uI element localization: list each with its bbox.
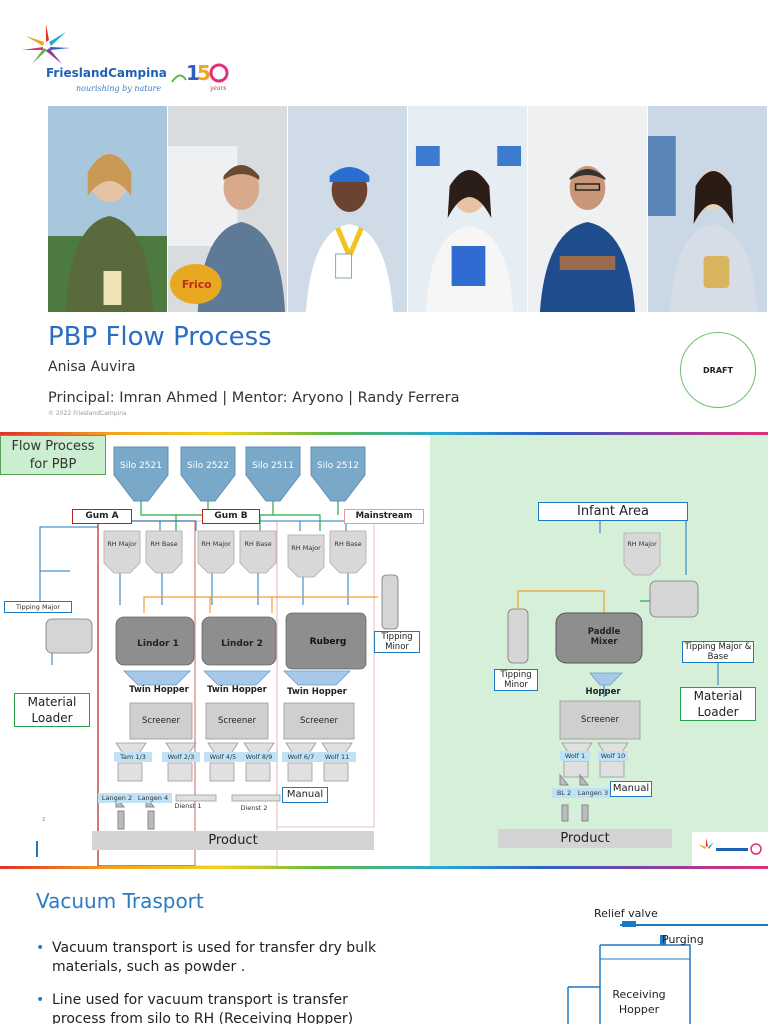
svg-text:1: 1 <box>186 61 200 85</box>
lindor-2-label: Lindor 2 <box>221 639 263 649</box>
slide-title: Vacuum Trasport <box>36 889 204 913</box>
rh-base-label: RH Base <box>150 540 178 548</box>
wolf-label: Tam 1/3 <box>114 752 152 762</box>
langen-label: Langen 3 <box>576 788 610 798</box>
wolf-label: Wolf 8/9 <box>240 752 278 762</box>
rainbow-divider <box>0 432 768 435</box>
silo-2521-label: Silo 2521 <box>120 461 162 471</box>
product-bar: Product <box>498 829 672 848</box>
gum-a-label: Gum A <box>72 509 132 524</box>
photo-pharmacist <box>408 106 528 312</box>
dienst-label: Dienst 2 <box>240 804 268 812</box>
svg-text:years: years <box>209 85 226 92</box>
flow-process-label: Flow Process for PBP <box>0 435 106 475</box>
vacuum-transport-slide: Vacuum Trasport Vacuum transport is used… <box>0 869 768 1024</box>
manual-label: Manual <box>282 787 328 803</box>
material-loader-label: Material Loader <box>680 687 756 721</box>
screener-label: Screener <box>142 716 180 726</box>
page-number: 2 <box>42 817 46 823</box>
photo-farmer <box>48 106 168 312</box>
langen-label: Langen 4 <box>134 793 172 803</box>
screener-label: Screener <box>218 716 256 726</box>
wolf-label: Wolf 11 <box>318 752 356 762</box>
flow-process-slide: Flow Process for PBP Silo 2521 Silo 2522… <box>0 435 768 866</box>
screener-label: Screener <box>300 716 338 726</box>
silo-2512-label: Silo 2512 <box>317 461 359 471</box>
photo-man-glasses <box>528 106 648 312</box>
material-loader-label: Material Loader <box>14 693 90 727</box>
employee-photo-strip: Frico <box>48 106 768 312</box>
tipping-minor-label: Tipping Minor <box>374 631 420 653</box>
twin-hopper-label: Twin Hopper <box>207 685 267 695</box>
relief-valve-label: Relief valve <box>594 907 658 920</box>
bullet-item: Vacuum transport is used for transfer dr… <box>36 939 406 977</box>
rh-base-label: RH Base <box>334 540 362 548</box>
receiving-hopper-diagram <box>567 921 768 1024</box>
svg-text:5: 5 <box>197 61 211 85</box>
friesland-star-logo-icon <box>22 24 70 64</box>
product-bar: Product <box>92 831 374 850</box>
rh-base-label: RH Base <box>244 540 272 548</box>
brand-name: FrieslandCampina <box>46 66 167 80</box>
infant-area-label: Infant Area <box>538 502 688 521</box>
wolf-label: Wolf 4/5 <box>204 752 242 762</box>
silo-2522-label: Silo 2522 <box>187 461 229 471</box>
bullet-list: Vacuum transport is used for transfer dr… <box>36 939 406 1024</box>
friesland-small-logo-icon <box>698 838 762 855</box>
draft-stamp: DRAFT <box>680 332 756 408</box>
lindor-1-label: Lindor 1 <box>137 639 179 649</box>
hopper-label: Hopper <box>585 687 621 697</box>
mainstream-label: Mainstream <box>344 509 424 524</box>
dienst-label: Dienst 1 <box>174 802 202 810</box>
slide-title: PBP Flow Process <box>48 322 272 352</box>
twin-hopper-label: Twin Hopper <box>287 687 347 697</box>
wolf-label: Wolf 6/7 <box>282 752 320 762</box>
anniversary-150-logo-icon: 1 5 years <box>171 61 229 92</box>
tipping-minor-label: Tipping Minor <box>494 669 538 691</box>
ruberg-label: Ruberg <box>309 637 347 647</box>
author-name: Anisa Auvira <box>48 359 136 375</box>
paddle-mixer-label: Paddle Mixer <box>587 627 621 647</box>
langen-label: Langen 2 <box>98 793 136 803</box>
gum-b-label: Gum B <box>202 509 260 524</box>
frico-label: Frico <box>182 278 212 291</box>
tipping-major-label: Tipping Major <box>4 601 72 613</box>
small-brand-logo <box>692 832 768 866</box>
brand-tagline: nourishing by nature <box>76 84 162 93</box>
tipping-major-base-label: Tipping Major & Base <box>682 641 754 663</box>
rh-major-label: RH Major <box>107 540 137 548</box>
title-slide: FrieslandCampina nourishing by nature 1 … <box>0 0 768 432</box>
receiving-hopper-label: Receiving Hopper <box>612 988 666 1016</box>
wolf-label: Wolf 2/3 <box>162 752 200 762</box>
photo-worker <box>288 106 408 312</box>
wolf-label: Wolf 10 <box>598 751 628 761</box>
twin-hopper-label: Twin Hopper <box>129 685 189 695</box>
bullet-item: Line used for vacuum transport is transf… <box>36 991 406 1024</box>
wolf-label: Wolf 1 <box>560 751 590 761</box>
copyright-notice: © 2022 FrieslandCampina <box>48 410 127 417</box>
photo-driver: Frico <box>168 106 288 312</box>
credits-line: Principal: Imran Ahmed | Mentor: Aryono … <box>48 390 460 406</box>
rh-major-label: RH Major <box>627 540 657 548</box>
photo-woman-can <box>648 106 768 312</box>
screener-label: Screener <box>581 715 619 725</box>
rainbow-divider <box>0 866 768 869</box>
manual-label: Manual <box>610 781 652 797</box>
bl-label: BL 2 <box>552 788 576 798</box>
flow-diagram-graphics <box>36 446 719 866</box>
rh-major-label: RH Major <box>291 544 321 552</box>
purging-label: Purging <box>662 933 704 946</box>
silo-2511-label: Silo 2511 <box>252 461 294 471</box>
rh-major-label: RH Major <box>201 540 231 548</box>
